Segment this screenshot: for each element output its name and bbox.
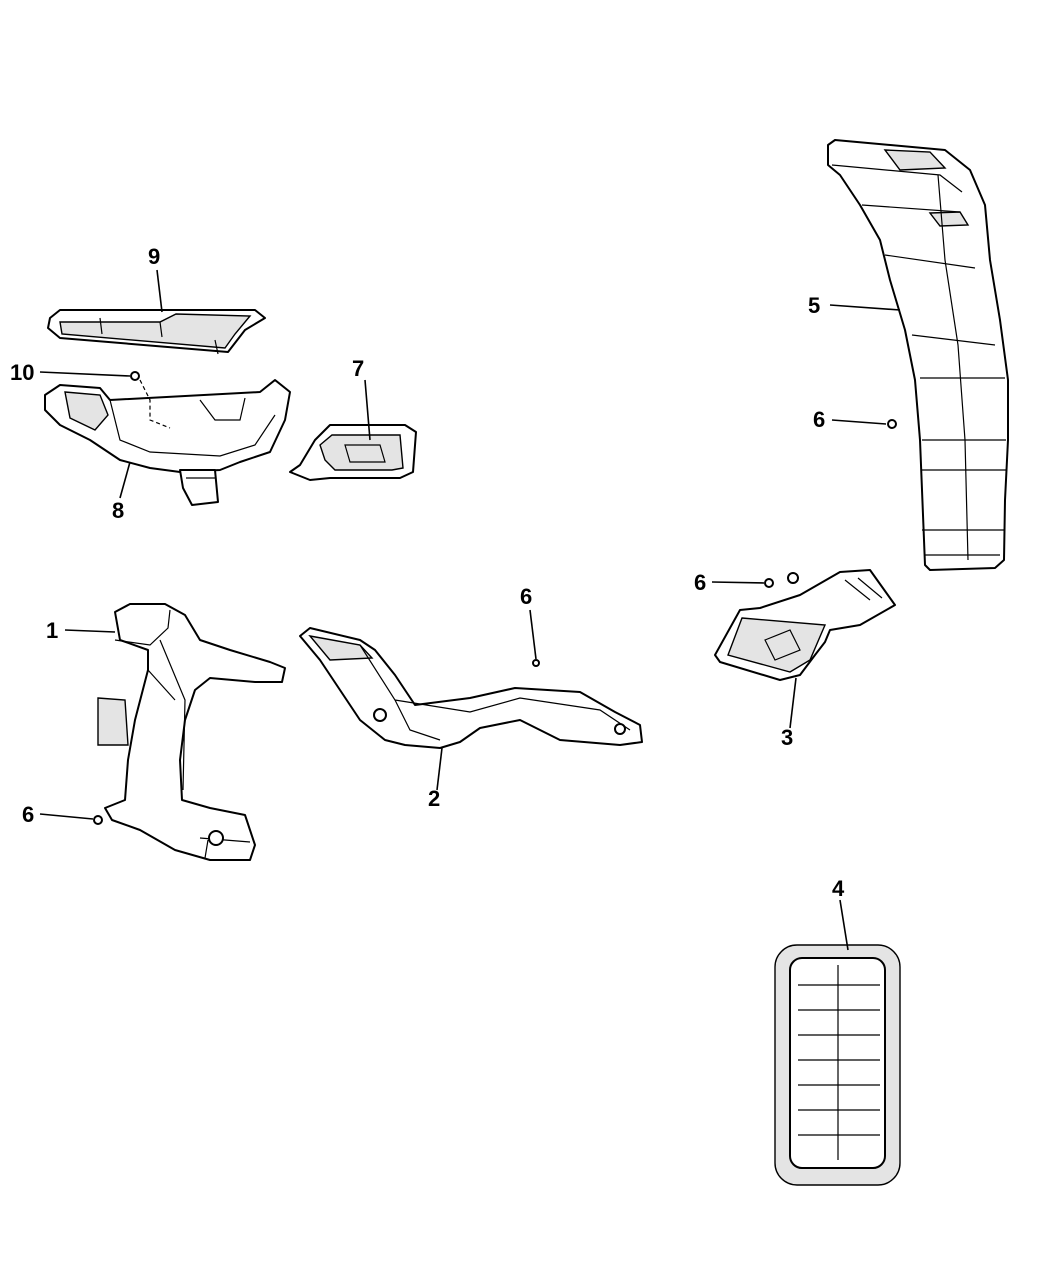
part-6-clip-a (532, 659, 540, 667)
part-4-grille (774, 944, 901, 1186)
callout-2: 2 (428, 786, 441, 811)
callout-3: 3 (781, 725, 794, 750)
part-10-clip (130, 371, 140, 381)
callout-6-vent: 6 (694, 570, 707, 595)
part-1-duct (97, 603, 286, 861)
callout-9: 9 (148, 244, 161, 269)
callout-4: 4 (832, 876, 845, 901)
callout-8: 8 (112, 498, 125, 523)
callout-6-duct: 6 (813, 407, 826, 432)
part-8-housing (44, 379, 291, 506)
part-6-clip-c (887, 419, 897, 429)
part-6-clip-b (764, 578, 774, 588)
callout-5: 5 (808, 293, 821, 318)
callout-1: 1 (46, 618, 59, 643)
part-9-cover (47, 309, 266, 355)
part-3-vent-assembly (714, 569, 896, 681)
part-7-bezel (289, 424, 417, 481)
leader-lines (39, 269, 901, 951)
callout-6-center: 6 (520, 584, 533, 609)
callout-7: 7 (352, 356, 365, 381)
callout-6-left: 6 (22, 802, 35, 827)
part-6-clip-d (93, 815, 103, 825)
callout-10: 10 (10, 360, 35, 385)
part-2-duct (299, 627, 643, 749)
part-5-duct (827, 139, 1009, 571)
